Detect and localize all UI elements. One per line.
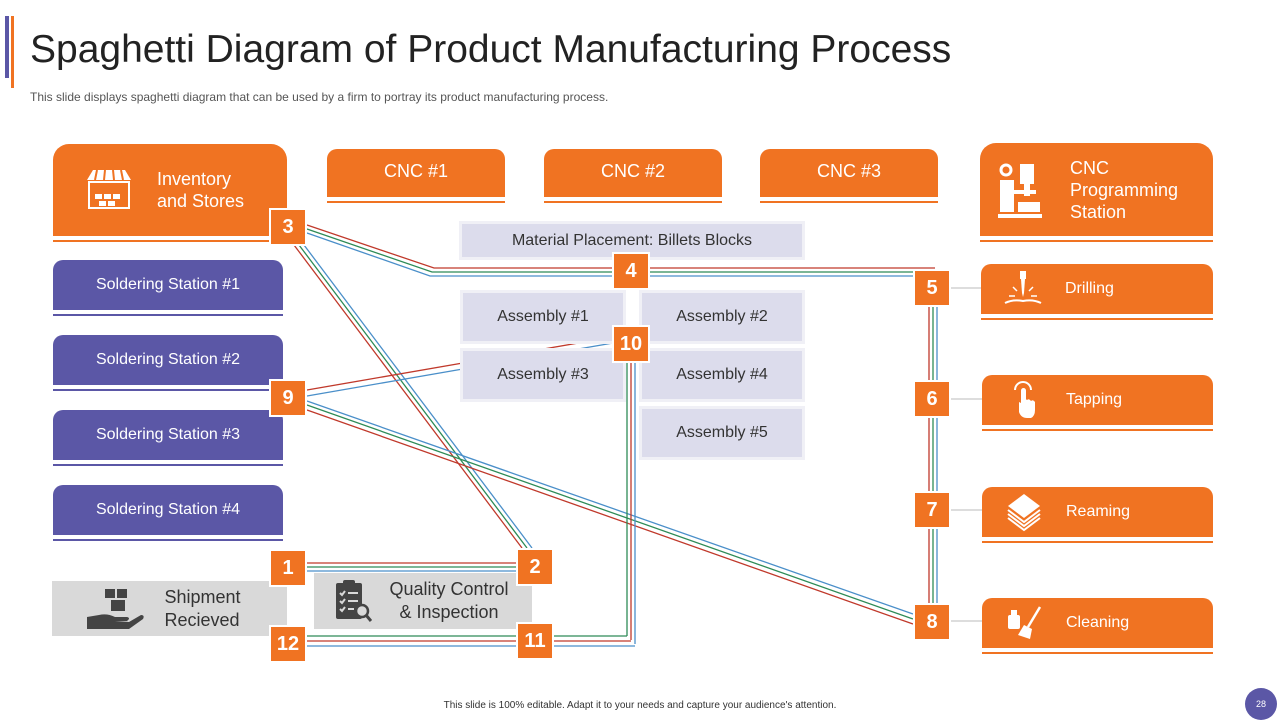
store-icon xyxy=(83,168,135,212)
drill-icon xyxy=(1001,271,1045,307)
step-marker-3: 3 xyxy=(269,208,307,246)
drilling-box: Drilling xyxy=(981,264,1213,314)
soldering-station-4-label: Soldering Station #4 xyxy=(95,501,241,518)
footer-note: This slide is 100% editable. Adapt it to… xyxy=(443,700,837,711)
cnc-3-box: CNC #3 xyxy=(760,149,938,197)
cnc-programming-box: CNC Programming Station xyxy=(980,143,1213,236)
material-placement-box: Material Placement: Billets Blocks xyxy=(462,224,802,257)
soldering-station-2-label: Soldering Station #2 xyxy=(95,351,241,368)
cnc-2-label: CNC #2 xyxy=(600,161,666,181)
assembly-2-label: Assembly #2 xyxy=(676,308,768,325)
accent-bar xyxy=(5,16,9,78)
reaming-box: Reaming xyxy=(982,487,1213,537)
accent-bar xyxy=(11,16,14,88)
step-marker-5: 5 xyxy=(913,269,951,307)
hand-boxes-icon xyxy=(85,587,145,631)
page-number-badge: 28 xyxy=(1245,688,1277,720)
assembly-3-label: Assembly #3 xyxy=(497,366,589,383)
cleaning-label: Cleaning xyxy=(1066,614,1130,631)
step-marker-12: 12 xyxy=(269,625,307,663)
step-marker-6: 6 xyxy=(913,380,951,418)
step-marker-9: 9 xyxy=(269,379,307,417)
soldering-station-4-box: Soldering Station #4 xyxy=(53,485,283,535)
inventory-stores-box: Inventory and Stores xyxy=(53,144,287,236)
cnc-3-label: CNC #3 xyxy=(816,161,882,181)
assembly-5-box: Assembly #5 xyxy=(642,409,802,457)
assembly-4-label: Assembly #4 xyxy=(676,366,768,383)
step-marker-1: 1 xyxy=(269,549,307,587)
step-marker-2: 2 xyxy=(516,548,554,586)
step-marker-8: 8 xyxy=(913,603,951,641)
step-marker-10: 10 xyxy=(612,325,650,363)
soldering-station-3-label: Soldering Station #3 xyxy=(95,426,241,443)
assembly-2-box: Assembly #2 xyxy=(642,293,802,341)
step-marker-7: 7 xyxy=(913,491,951,529)
assembly-4-box: Assembly #4 xyxy=(642,351,802,399)
touch-icon xyxy=(1002,380,1046,420)
inventory-stores-label: Inventory and Stores xyxy=(157,169,245,211)
page-subtitle: This slide displays spaghetti diagram th… xyxy=(30,90,609,104)
assembly-1-label: Assembly #1 xyxy=(497,308,589,325)
cnc-programming-label: CNC Programming Station xyxy=(1070,157,1179,222)
step-marker-11: 11 xyxy=(516,622,554,660)
layers-icon xyxy=(1002,492,1046,532)
tapping-box: Tapping xyxy=(982,375,1213,425)
cnc-machine-icon xyxy=(998,162,1042,218)
cnc-2-box: CNC #2 xyxy=(544,149,722,197)
cleaning-icon xyxy=(1002,605,1046,641)
assembly-3-box: Assembly #3 xyxy=(463,351,623,399)
drilling-label: Drilling xyxy=(1065,280,1114,297)
assembly-5-label: Assembly #5 xyxy=(676,424,768,441)
page-title: Spaghetti Diagram of Product Manufacturi… xyxy=(30,28,952,71)
soldering-station-2-box: Soldering Station #2 xyxy=(53,335,283,385)
tapping-label: Tapping xyxy=(1066,391,1123,408)
shipment-label: Shipment Recieved xyxy=(164,586,241,630)
soldering-station-1-box: Soldering Station #1 xyxy=(53,260,283,310)
clipboard-check-icon xyxy=(332,579,372,623)
cnc-1-box: CNC #1 xyxy=(327,149,505,197)
assembly-1-box: Assembly #1 xyxy=(463,293,623,341)
step-marker-4: 4 xyxy=(612,252,650,290)
cleaning-box: Cleaning xyxy=(982,598,1213,648)
reaming-label: Reaming xyxy=(1066,503,1131,520)
quality-control-label: Quality Control & Inspection xyxy=(389,579,509,622)
cnc-1-label: CNC #1 xyxy=(383,161,449,181)
material-placement-label: Material Placement: Billets Blocks xyxy=(511,231,753,249)
quality-control-box: Quality Control & Inspection xyxy=(314,573,532,629)
shipment-box: Shipment Recieved xyxy=(52,581,287,636)
soldering-station-1-label: Soldering Station #1 xyxy=(95,276,241,293)
soldering-station-3-box: Soldering Station #3 xyxy=(53,410,283,460)
